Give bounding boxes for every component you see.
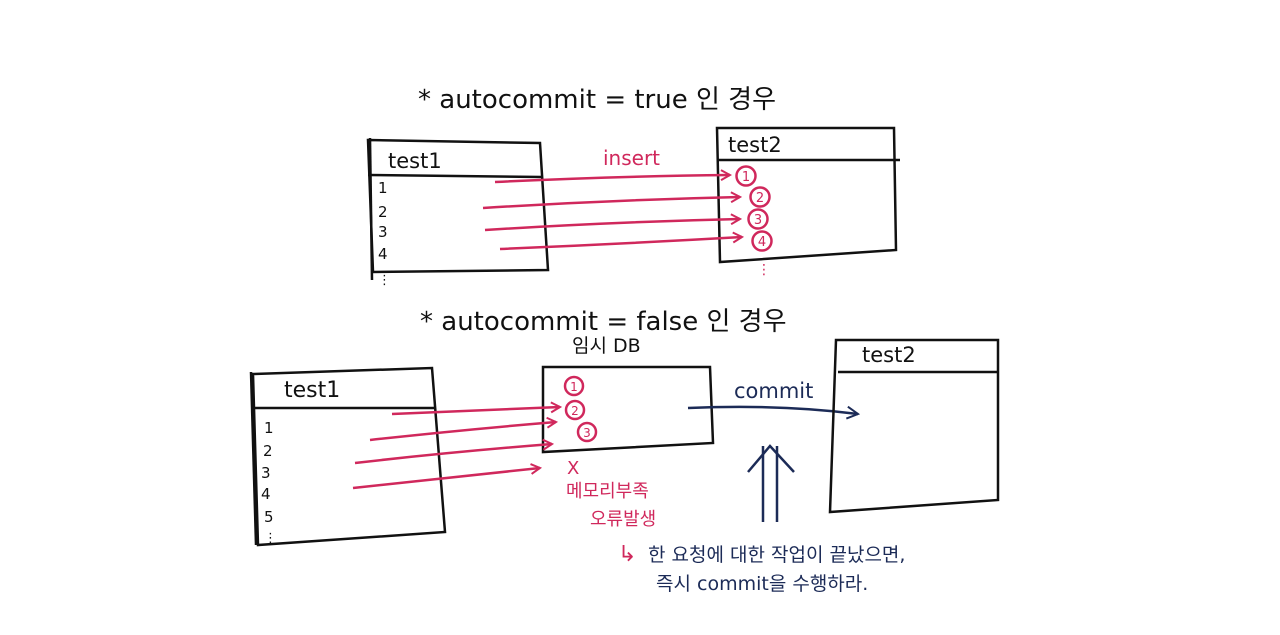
insert-arrow-1 <box>494 175 730 184</box>
true-test2-name: test2 <box>728 133 782 157</box>
false-test1-row-3: 3 <box>261 464 271 482</box>
false-test1-row-4: 4 <box>261 485 271 503</box>
temp-db-row-2: 2 <box>571 404 579 418</box>
insert-arrow-2 <box>482 197 740 210</box>
false-test1-name: test1 <box>284 378 340 403</box>
true-test1-row-3: 3 <box>378 223 388 241</box>
false-test1-row-2: 2 <box>263 442 273 460</box>
temp-db-row-1: 1 <box>570 380 578 394</box>
true-test1-name: test1 <box>388 149 442 173</box>
true-test2-row-2: 2 <box>756 191 764 206</box>
error-note-line-1: 메모리부족 <box>566 481 649 502</box>
error-mark: X <box>567 458 579 479</box>
insert-arrow-4 <box>499 237 742 251</box>
false-test1-row-6: ⋮ <box>264 531 277 546</box>
false-test1-table: test1 1 2 3 4 5 ⋮ <box>249 366 447 547</box>
temp-db-label: 임시 DB <box>572 335 641 357</box>
insert-arrows <box>482 175 742 251</box>
temp-arrow-3 <box>354 444 552 465</box>
error-note-line-2: 오류발생 <box>590 509 656 530</box>
true-test2-row-1: 1 <box>742 170 750 185</box>
commit-arrow <box>687 405 858 414</box>
insert-arrow-3 <box>484 219 740 232</box>
true-test1-table: test1 1 2 3 4 ⋮ <box>366 137 550 288</box>
true-test2-row-3: 3 <box>754 213 762 228</box>
false-test1-row-5: 5 <box>264 508 274 526</box>
false-test2-table: test2 <box>828 338 1000 514</box>
advice-line-2: 즉시 commit을 수행하라. <box>656 573 868 595</box>
true-test2-rows: 1 2 3 4 ⋮ <box>735 165 773 278</box>
temp-arrow-2 <box>369 422 556 442</box>
false-test1-row-1: 1 <box>264 419 274 437</box>
true-test1-row-4: 4 <box>378 245 388 263</box>
true-test2-row-more: ⋮ <box>757 262 771 278</box>
advice-line-1: 한 요청에 대한 작업이 끝났으면, <box>648 544 905 566</box>
temp-db-rows: 1 2 3 <box>563 375 598 443</box>
commit-label: commit <box>734 379 813 403</box>
section-false-title: * autocommit = false 인 경우 <box>420 307 787 337</box>
section-true-title: * autocommit = true 인 경우 <box>418 85 776 115</box>
temp-arrow-1 <box>391 407 560 416</box>
true-test2-row-4: 4 <box>758 235 766 250</box>
false-test2-name: test2 <box>862 343 916 367</box>
emphasis-arrow <box>747 444 795 522</box>
temp-db-arrows <box>352 407 560 490</box>
true-test2-table: test2 <box>715 126 900 264</box>
advice-prefix: ↳ <box>618 542 636 567</box>
temp-arrow-4 <box>352 468 540 490</box>
insert-label: insert <box>603 146 660 170</box>
true-test1-row-5: ⋮ <box>378 273 391 288</box>
true-test1-row-1: 1 <box>378 179 388 197</box>
true-test1-row-2: 2 <box>378 203 388 221</box>
temp-db-row-3: 3 <box>583 426 591 440</box>
